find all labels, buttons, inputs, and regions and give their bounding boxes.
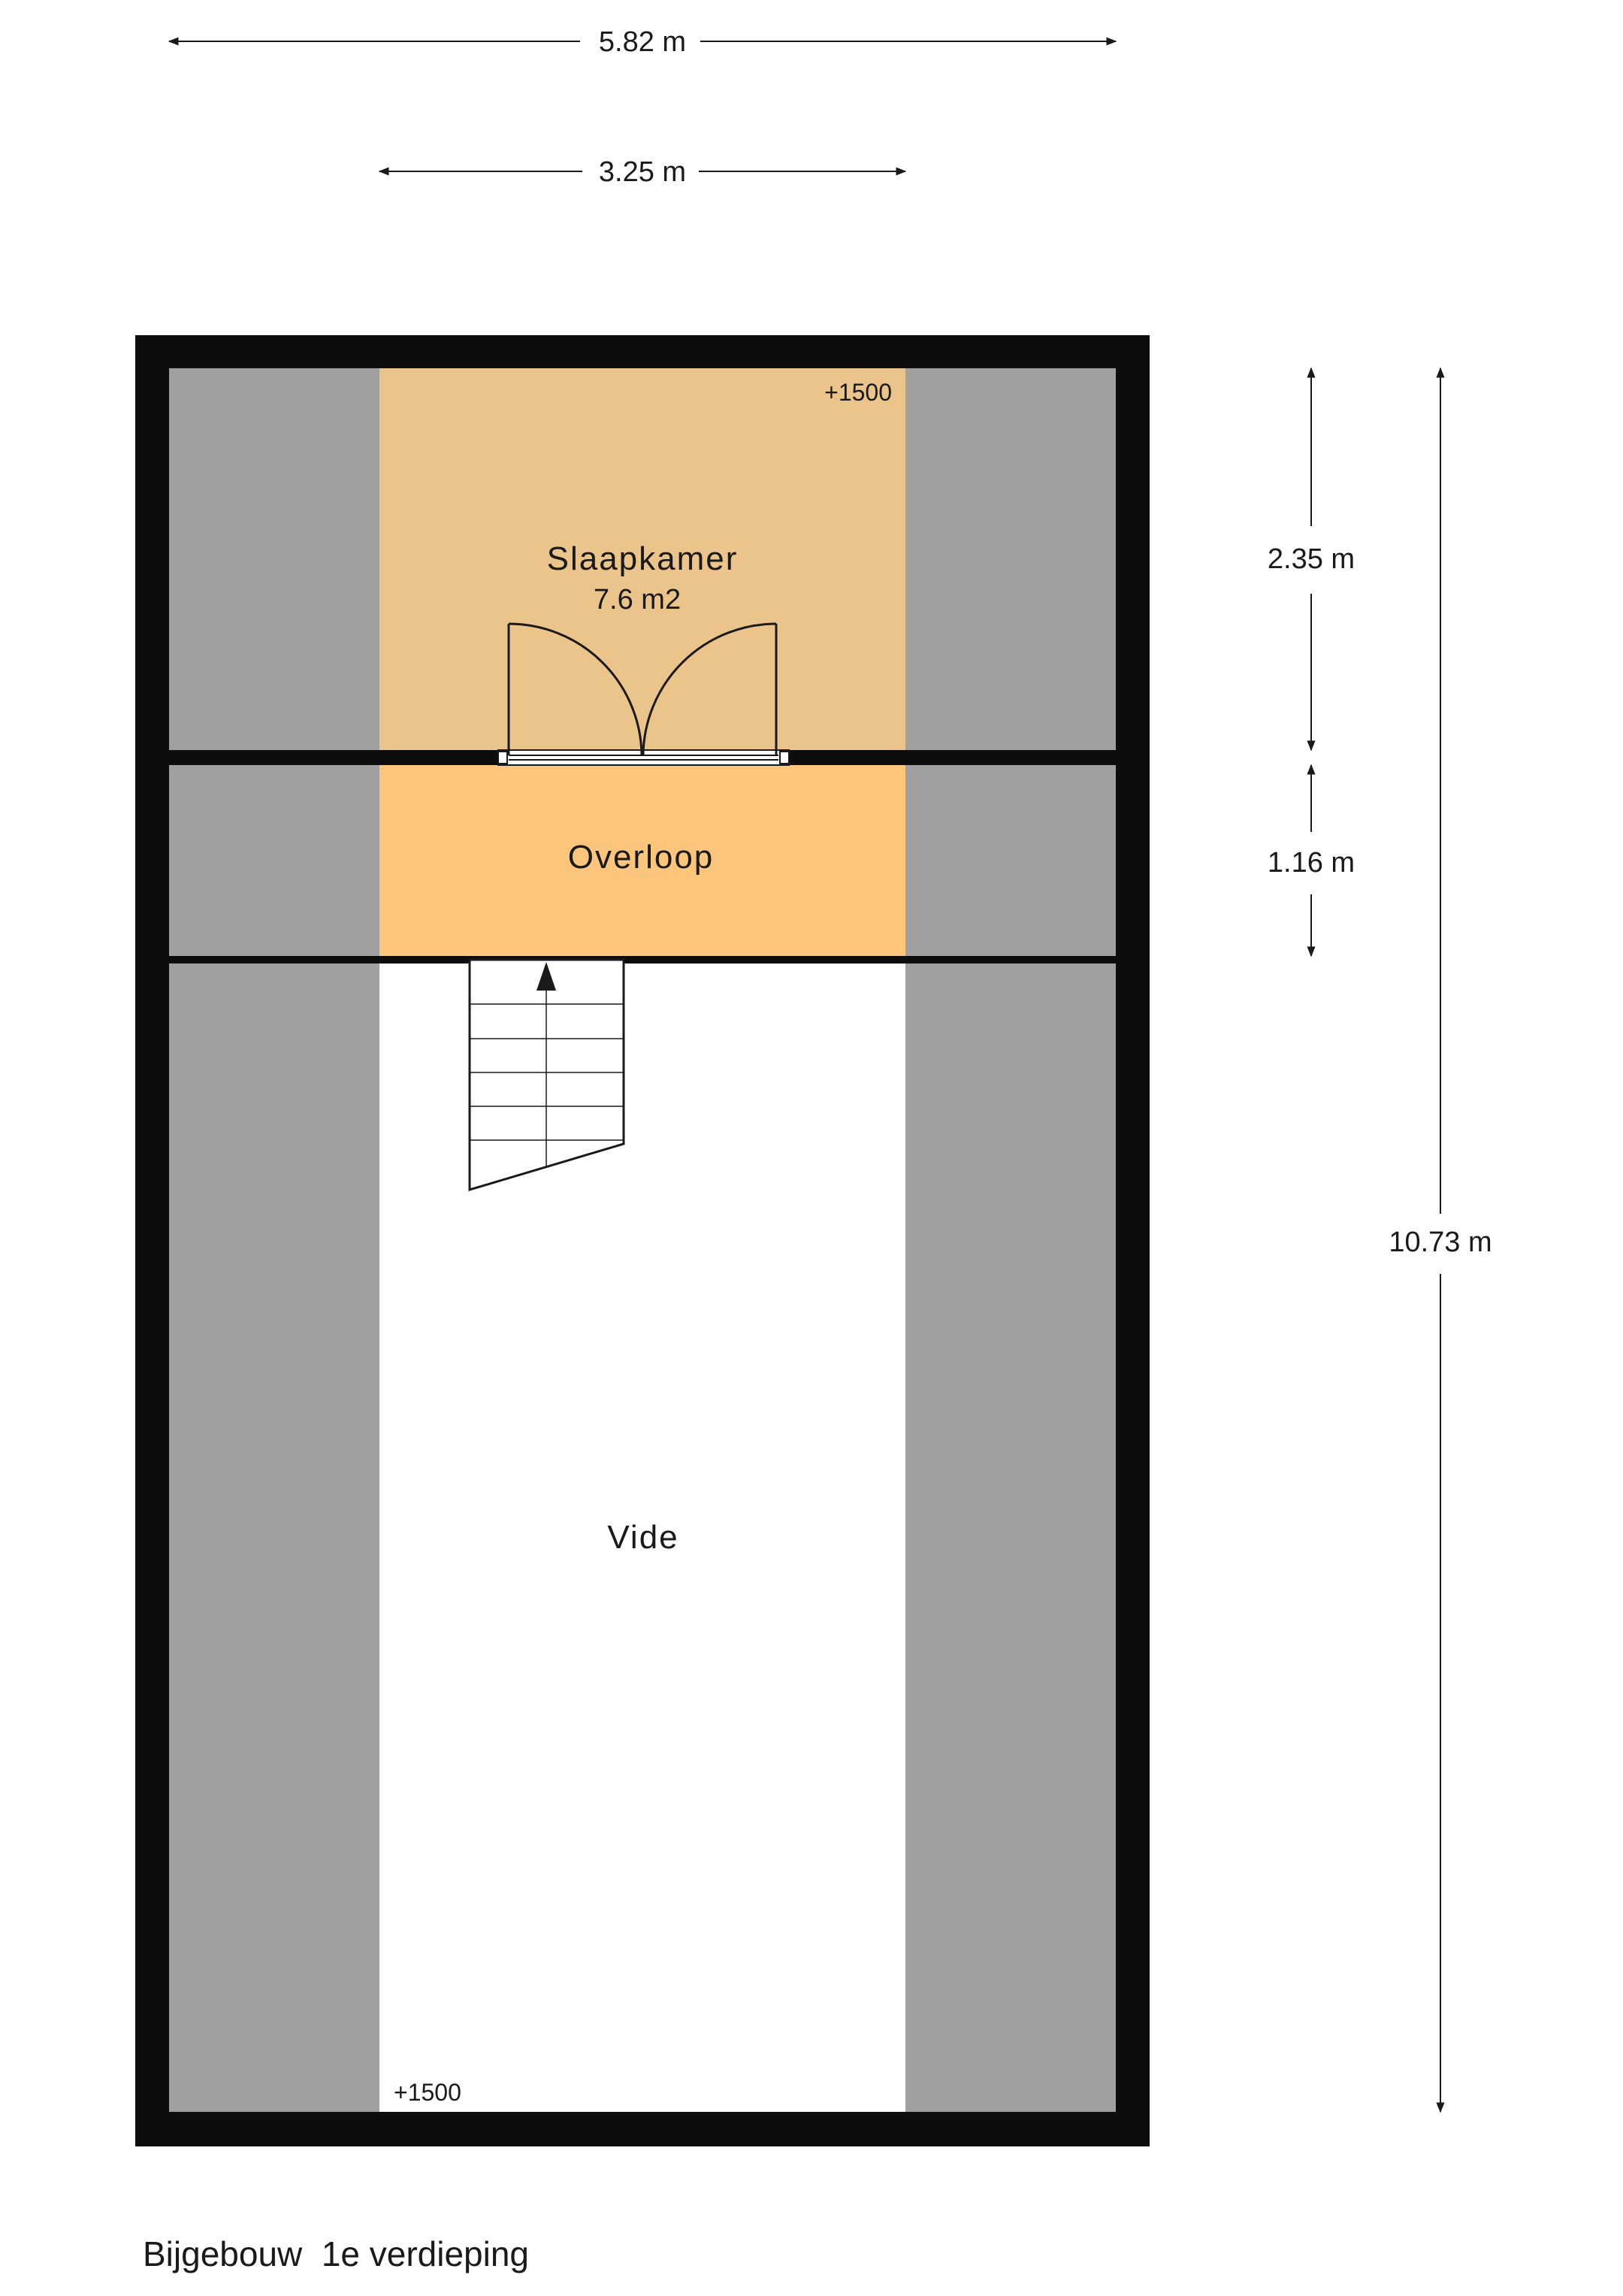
slaapkamer-area: 7.6 m2	[594, 584, 681, 616]
dimension-total-width-label: 5.82 m	[599, 26, 686, 58]
interior-wall-lower	[169, 956, 1116, 963]
dimension-inner-width: 3.25 m	[378, 156, 907, 188]
dimension-total-depth: 10.73 m	[1389, 367, 1492, 2113]
dimension-total-depth-label: 10.73 m	[1389, 1227, 1492, 1258]
slope-zone-right	[905, 368, 1116, 2112]
dimension-slaapkamer-depth: 2.35 m	[1268, 367, 1355, 752]
dimension-total-width: 5.82 m	[168, 26, 1117, 58]
room-overloop	[379, 765, 905, 956]
staircase	[468, 958, 625, 1192]
vide-name: Vide	[607, 1519, 679, 1556]
level-marker-top: +1500	[824, 379, 892, 406]
dimension-overloop-depth-label: 1.16 m	[1268, 847, 1355, 879]
dimension-inner-width-label: 3.25 m	[599, 156, 686, 188]
room-slaapkamer	[379, 368, 905, 750]
slaapkamer-name: Slaapkamer	[547, 540, 739, 577]
floor-title: Bijgebouw 1e verdieping	[143, 2234, 529, 2273]
stair-direction-arrow-icon	[536, 962, 556, 991]
level-marker-bottom: +1500	[394, 2079, 461, 2106]
double-door	[497, 622, 790, 766]
room-vide	[379, 963, 905, 2112]
overloop-name: Overloop	[568, 839, 715, 876]
dimension-overloop-depth: 1.16 m	[1268, 764, 1355, 957]
dimension-slaapkamer-depth-label: 2.35 m	[1268, 543, 1355, 575]
slope-zone-left	[169, 368, 379, 2112]
